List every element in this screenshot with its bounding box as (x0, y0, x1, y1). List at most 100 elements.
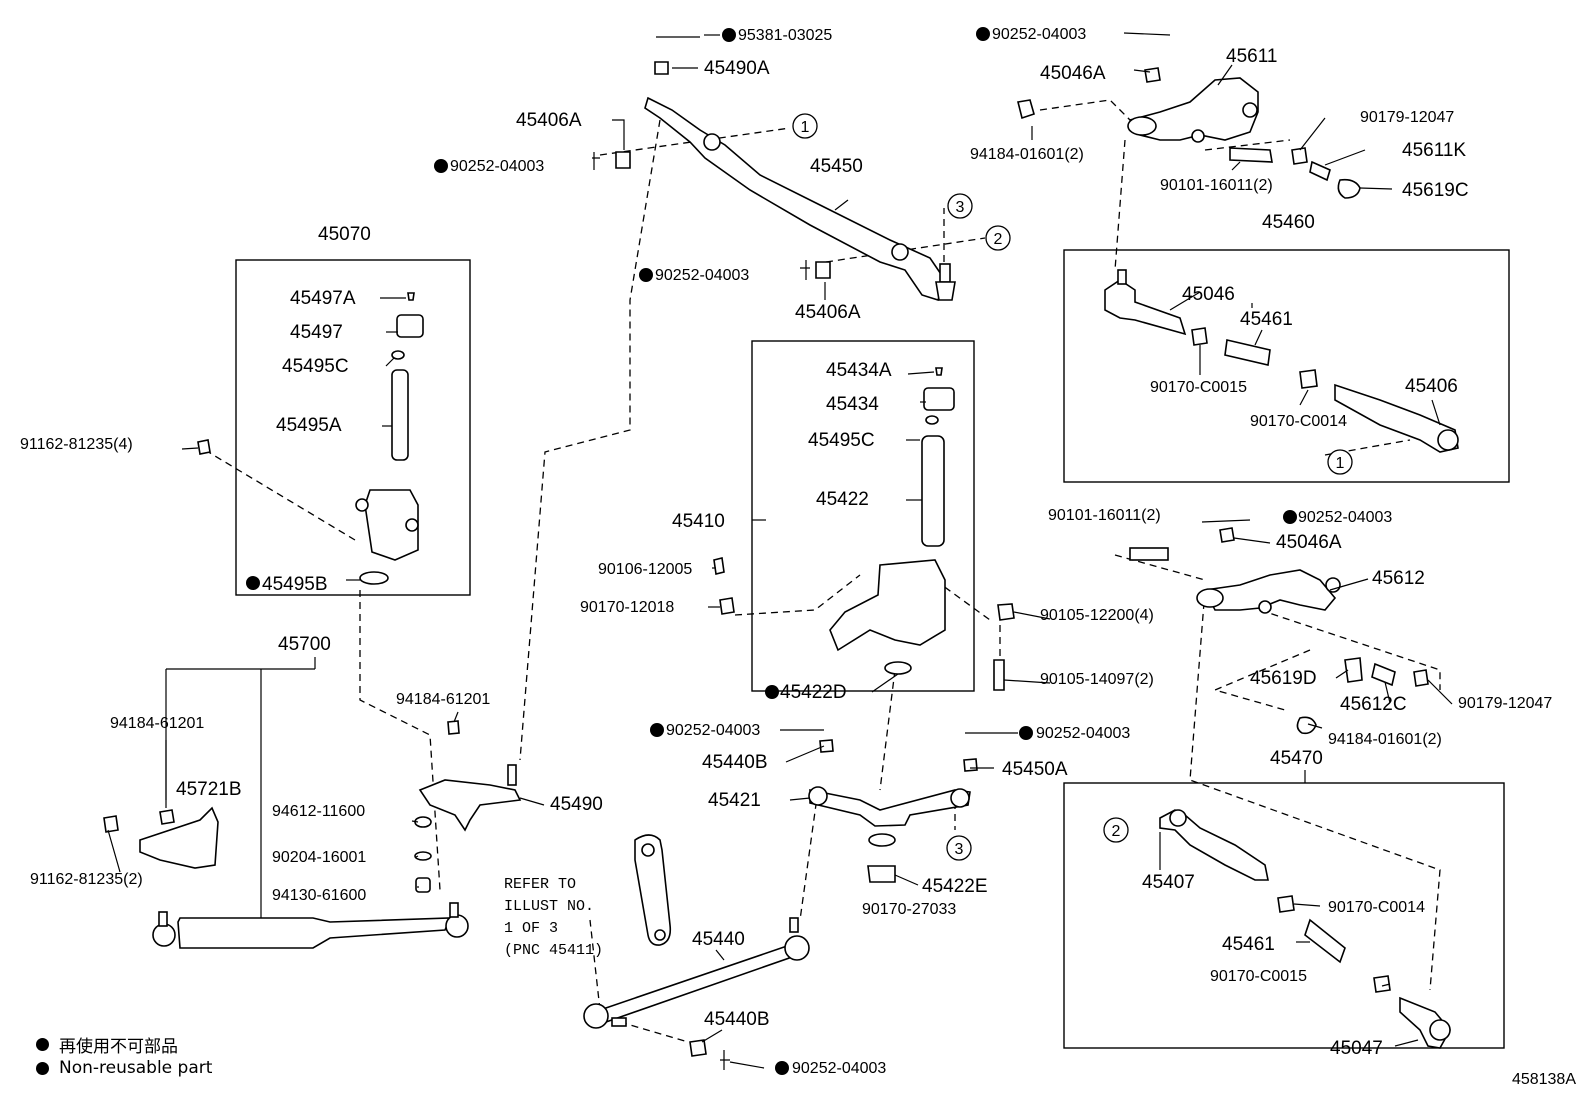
label-90101-16011-top: 90101-16011(2) (1160, 177, 1273, 194)
label-45046: 45046 (1182, 284, 1235, 305)
label-45470: 45470 (1270, 748, 1323, 769)
relay-arm-45421 (808, 739, 978, 883)
callout-1-right: 1 (1336, 455, 1345, 472)
label-45461-bot: 45461 (1222, 934, 1275, 955)
label-90101-16011-mid: 90101-16011(2) (1048, 507, 1161, 524)
legend-text-en: Non-reusable part (59, 1058, 213, 1078)
label-45440: 45440 (692, 929, 745, 950)
label-45495C-left: 45495C (282, 356, 349, 377)
label-45497A: 45497A (290, 288, 356, 309)
label-45497: 45497 (290, 322, 343, 343)
label-45461-top: 45461 (1240, 309, 1293, 330)
label-90179-12047-mid: 90179-12047 (1458, 695, 1552, 712)
label-45490: 45490 (550, 794, 603, 815)
label-94612-11600: 94612-11600 (272, 803, 365, 820)
label-45422E: 45422E (922, 876, 988, 897)
label-90252-low-left: 90252-04003 (666, 722, 760, 739)
callout-1-top: 1 (801, 119, 810, 136)
relay-rod-45700 (103, 668, 469, 949)
legend-row-en: Non-reusable part (36, 1058, 212, 1078)
refer-note-line-3: 1 OF 3 (504, 920, 558, 937)
tie-rod-45460-parts (1104, 269, 1459, 453)
label-45440B-bottom: 45440B (704, 1009, 770, 1030)
label-45700: 45700 (278, 634, 331, 655)
callout-2-top: 2 (994, 231, 1003, 248)
label-45406A-top: 45406A (516, 110, 582, 131)
non-reusable-markers (246, 27, 1297, 1075)
drag-link-45450 (644, 96, 956, 301)
assembly-box-45070 (235, 259, 471, 596)
label-45612: 45612 (1372, 568, 1425, 589)
label-90179-12047-top: 90179-12047 (1360, 109, 1454, 126)
idler-arm-45490 (414, 720, 522, 893)
label-90204-16001: 90204-16001 (272, 849, 366, 866)
label-45422: 45422 (816, 489, 869, 510)
label-90170-C0015-top: 90170-C0015 (1150, 379, 1247, 396)
non-reusable-bullet-icon (36, 1038, 49, 1051)
label-45721B: 45721B (176, 779, 242, 800)
label-90252-top-right: 90252-04003 (992, 26, 1086, 43)
label-45421: 45421 (708, 790, 761, 811)
drag-link-45440 (583, 917, 810, 1070)
label-45460: 45460 (1262, 212, 1315, 233)
label-90252-mid: 90252-04003 (655, 267, 749, 284)
label-45406: 45406 (1405, 376, 1458, 397)
label-94184-01601-mid: 94184-01601(2) (1328, 731, 1442, 748)
label-45407: 45407 (1142, 872, 1195, 893)
callout-circles: 1 3 2 1 3 2 (792, 113, 1353, 861)
label-90170-C0015-bot: 90170-C0015 (1210, 968, 1307, 985)
idler-arm-45612 (1129, 527, 1429, 735)
assembly-box-45460 (1063, 249, 1510, 483)
label-45619D: 45619D (1250, 668, 1317, 689)
label-45406A-mid: 45406A (795, 302, 861, 323)
label-90170-C0014-top: 90170-C0014 (1250, 413, 1347, 430)
refer-note-line-4: (PNC 45411) (504, 942, 603, 959)
tie-rod-45470-parts (1159, 809, 1451, 1049)
label-90252-top-left: 90252-04003 (450, 158, 544, 175)
label-45490A: 45490A (704, 58, 770, 79)
dashed-guide-lines (204, 99, 1441, 1043)
callout-3-top: 3 (956, 199, 965, 216)
hardware-top (592, 36, 831, 280)
label-90106-12005: 90106-12005 (598, 561, 692, 578)
leader-lines (107, 32, 1453, 1069)
label-45611K: 45611K (1402, 140, 1466, 161)
label-45495A: 45495A (276, 415, 342, 436)
label-94130-61600: 94130-61600 (272, 887, 366, 904)
label-45495B: 45495B (262, 574, 328, 595)
callout-3-bottom: 3 (955, 841, 964, 858)
label-90252-low-right: 90252-04003 (1036, 725, 1130, 742)
legend-text-jp: 再使用不可部品 (59, 1037, 178, 1057)
label-90170-12018: 90170-12018 (580, 599, 674, 616)
label-45046A-mid: 45046A (1276, 532, 1342, 553)
part-labels: 95381-03025 45490A 45406A 90252-04003 45… (20, 26, 1552, 1077)
label-45434: 45434 (826, 394, 879, 415)
label-45611: 45611 (1226, 46, 1277, 67)
pitman-arm (634, 834, 672, 946)
label-90170-27033: 90170-27033 (862, 901, 956, 918)
non-reusable-bullet-icon (36, 1061, 49, 1075)
label-45450A: 45450A (1002, 759, 1068, 780)
assembly-45070-parts (197, 292, 424, 585)
illustration-code: 458138A (1511, 1071, 1576, 1088)
assembly-box-45410 (751, 340, 975, 692)
callout-2-bottom: 2 (1112, 823, 1121, 840)
label-45047: 45047 (1330, 1038, 1383, 1059)
label-94184-61201-left: 94184-61201 (110, 715, 204, 732)
label-91162-81235-4: 91162-81235(4) (20, 436, 133, 453)
label-45434A: 45434A (826, 360, 892, 381)
refer-note: REFER TO ILLUST NO. 1 OF 3 (PNC 45411) (504, 876, 603, 959)
label-90105-12200: 90105-12200(4) (1040, 607, 1154, 624)
label-90105-14097: 90105-14097(2) (1040, 671, 1154, 688)
label-45046A-top: 45046A (1040, 63, 1106, 84)
refer-note-line-2: ILLUST NO. (504, 898, 594, 915)
label-94184-61201-mid: 94184-61201 (396, 691, 490, 708)
label-45440B-top: 45440B (702, 752, 768, 773)
label-45612C: 45612C (1340, 694, 1407, 715)
assembly-box-45470 (1063, 782, 1505, 1049)
label-45410: 45410 (672, 511, 725, 532)
label-45495C-mid: 45495C (808, 430, 875, 451)
label-90252-bottom: 90252-04003 (792, 1060, 886, 1077)
label-95381-03025: 95381-03025 (738, 27, 832, 44)
